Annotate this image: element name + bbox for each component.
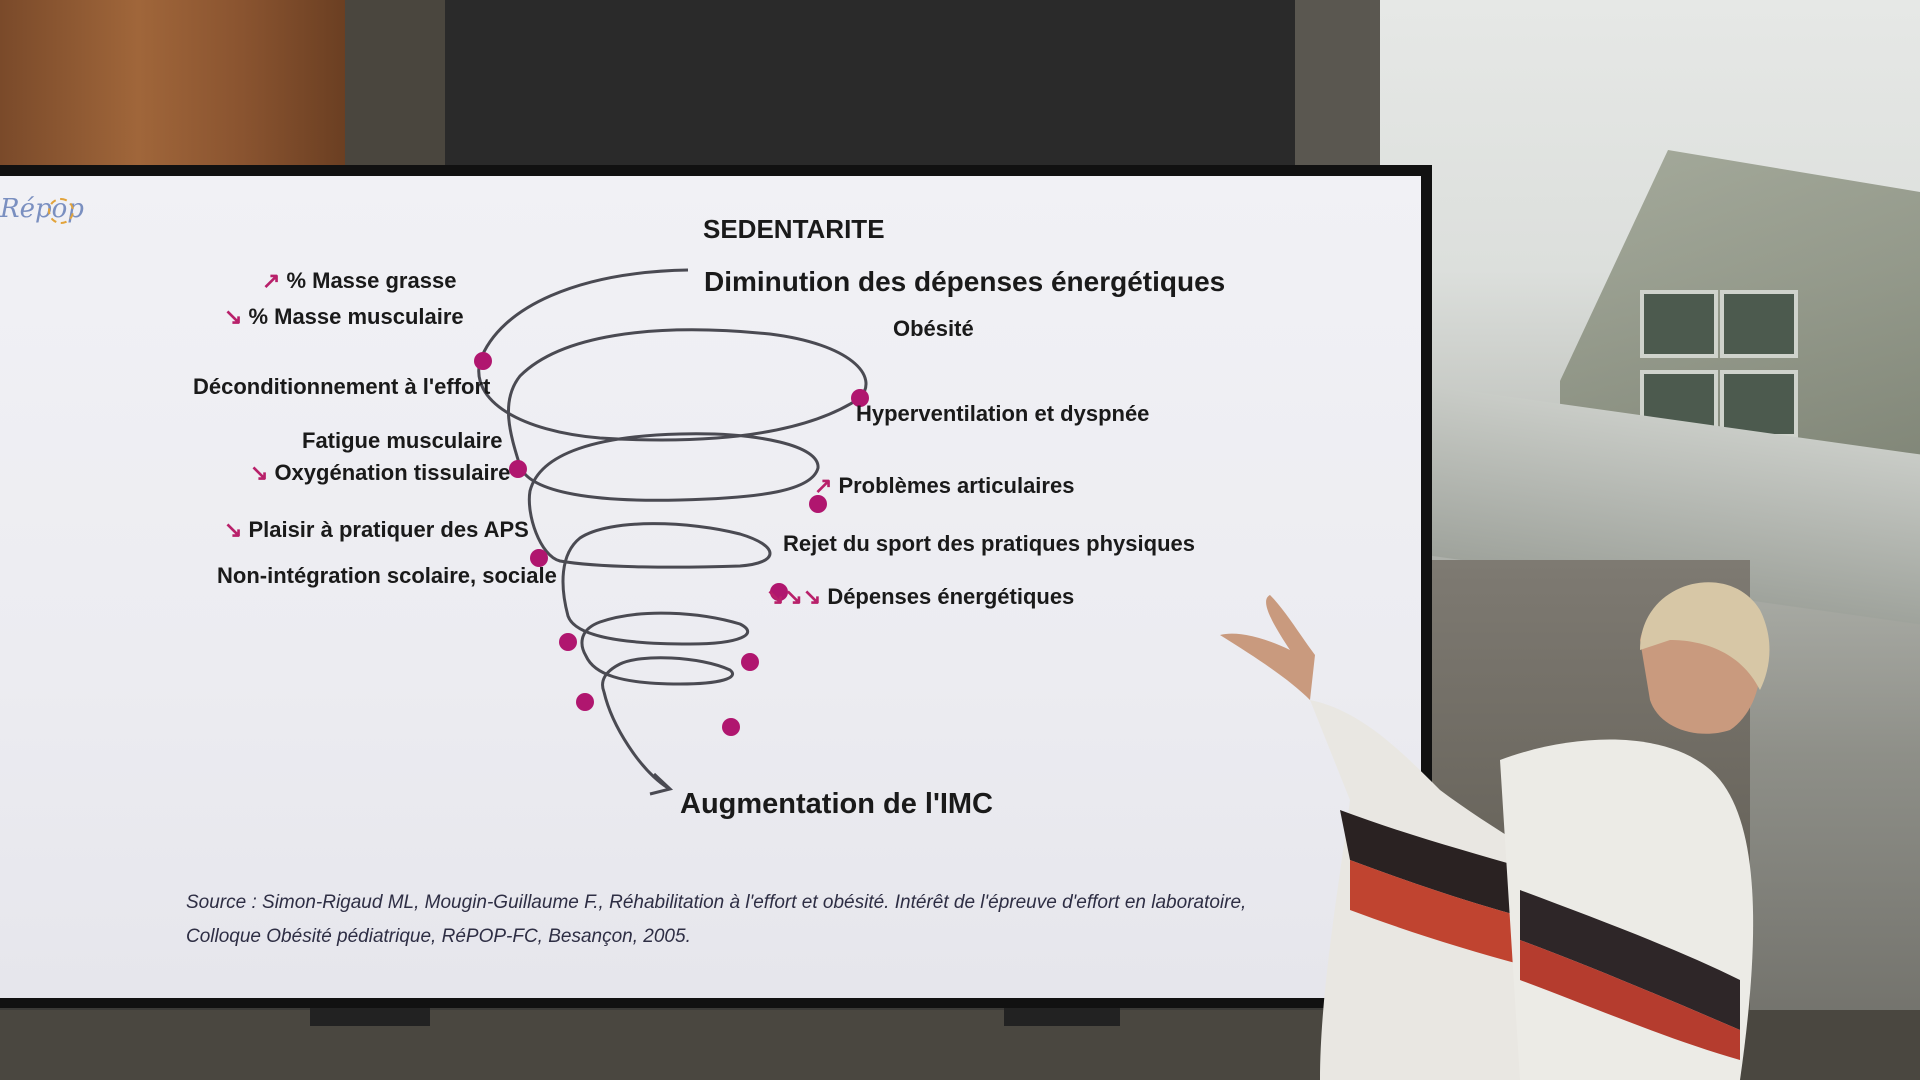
tv-foot-right — [1004, 1008, 1120, 1026]
label-fatigue: Fatigue musculaire — [302, 428, 503, 453]
presenter — [1220, 582, 1770, 1080]
label-masse-grasse: ↗% Masse grasse — [262, 268, 457, 293]
slide-title: SEDENTARITE — [703, 214, 885, 244]
wood-door — [0, 0, 345, 170]
spiral-dots — [474, 352, 869, 736]
dot-articulaires — [770, 583, 788, 601]
source-line-2: Colloque Obésité pédiatrique, RéPOP-FC, … — [186, 926, 691, 947]
building-window — [1640, 290, 1718, 358]
slide-source: Source : Simon-Rigaud ML, Mougin-Guillau… — [186, 886, 1286, 954]
spiral-diagram — [474, 268, 869, 796]
label-depenses: ↘↘↘Dépenses énergétiques — [766, 584, 1075, 609]
dot-obesite — [851, 389, 869, 407]
door-frame — [345, 0, 445, 175]
slide-screen: Répop SEDENTARITE Diminution des dépense… — [0, 176, 1421, 998]
label-obesite: Obésité — [893, 316, 974, 341]
label-rejet: Rejet du sport des pratiques physiques — [783, 531, 1195, 556]
building-window — [1720, 290, 1798, 358]
source-line-1: Source : Simon-Rigaud ML, Mougin-Guillau… — [186, 892, 1247, 913]
arrow-up-icon: ↗ — [814, 473, 833, 498]
label-deconditionnement: Déconditionnement à l'effort — [193, 374, 491, 399]
arrow-down-icon: ↘ — [224, 304, 243, 329]
label-oxygenation: ↘Oxygénation tissulaire — [250, 460, 511, 485]
arrow-down-icon: ↘ — [224, 517, 243, 542]
tv-foot-left — [310, 1008, 430, 1026]
sun-icon — [48, 198, 74, 224]
dot-hyperventilation — [809, 495, 827, 513]
dot-deconditionnement — [509, 460, 527, 478]
label-masse-musculaire: ↘% Masse musculaire — [224, 304, 464, 329]
label-plaisir: ↘Plaisir à pratiquer des APS — [224, 517, 529, 542]
dot-plaisir — [559, 633, 577, 651]
arrow-down-icon: ↘↘↘ — [766, 584, 822, 609]
slide-conclusion: Augmentation de l'IMC — [680, 788, 993, 820]
dot-masse — [474, 352, 492, 370]
dark-wall — [445, 0, 1295, 175]
label-integration: Non-intégration scolaire, sociale — [217, 563, 557, 588]
arrow-up-icon: ↗ — [262, 268, 281, 293]
pillar — [1295, 0, 1380, 175]
slide-subtitle: Diminution des dépenses énergétiques — [704, 266, 1226, 297]
dot-fatigue — [530, 549, 548, 567]
spiral-curve — [477, 268, 868, 796]
arrow-down-icon: ↘ — [250, 460, 269, 485]
dot-rejet — [741, 653, 759, 671]
dot-depenses — [722, 718, 740, 736]
dot-integration — [576, 693, 594, 711]
label-articulaires: ↗Problèmes articulaires — [814, 473, 1075, 498]
label-hyperventilation: Hyperventilation et dyspnée — [856, 401, 1150, 426]
